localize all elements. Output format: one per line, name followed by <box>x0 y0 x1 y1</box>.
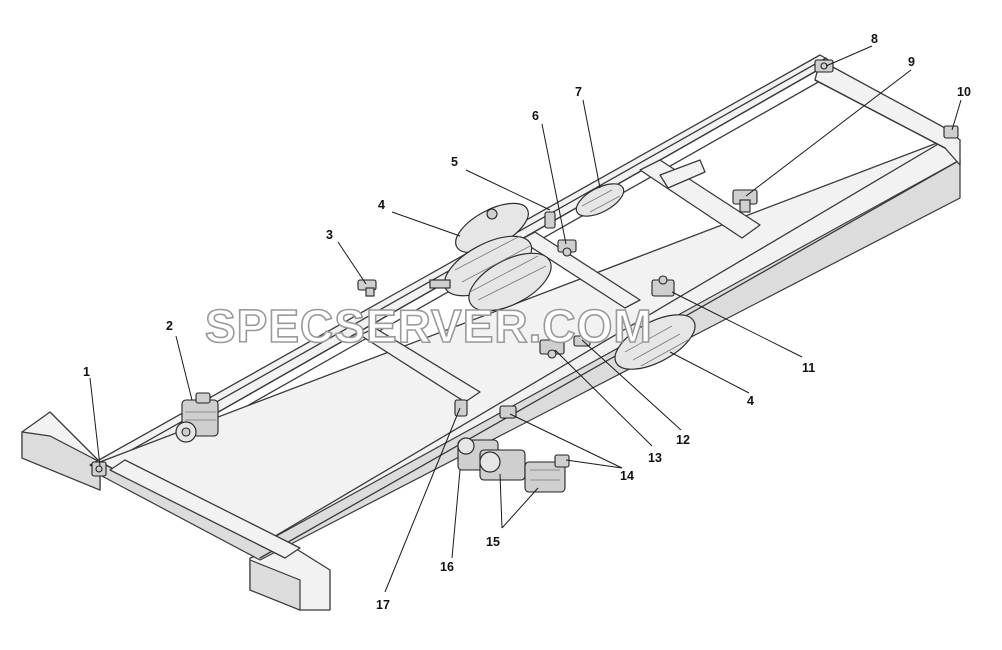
callout-8: 8 <box>871 32 878 46</box>
callout-9: 9 <box>908 55 915 69</box>
callout-5: 5 <box>451 155 458 169</box>
callout-13: 13 <box>648 451 662 465</box>
valve-10 <box>943 125 959 139</box>
callout-15: 15 <box>486 535 500 549</box>
callout-2: 2 <box>166 319 173 333</box>
crossmember-2 <box>519 231 641 309</box>
callout-4a: 4 <box>378 198 385 212</box>
callout-4b: 4 <box>747 394 754 408</box>
callout-16: 16 <box>440 560 454 574</box>
callout-6: 6 <box>532 109 539 123</box>
callout-7: 7 <box>575 85 582 99</box>
leader-lines <box>89 45 962 593</box>
air-tank-7 <box>575 183 625 217</box>
valve-13 <box>539 339 565 359</box>
callout-12: 12 <box>676 433 690 447</box>
callout-labels: 1 2 3 4 4 5 6 7 8 9 10 11 12 13 14 15 16… <box>83 32 971 612</box>
valve-8 <box>814 59 834 73</box>
callout-11: 11 <box>802 361 815 375</box>
callout-3: 3 <box>326 228 333 242</box>
callout-1: 1 <box>83 365 90 379</box>
crossmember-1 <box>359 327 481 403</box>
callout-14: 14 <box>620 469 634 483</box>
callout-17: 17 <box>376 598 390 612</box>
watermark-text: SPECSERVER.COM <box>205 300 653 352</box>
valve-6 <box>557 239 577 257</box>
valve-5 <box>544 211 556 229</box>
valve-1 <box>91 461 107 477</box>
valve-3 <box>357 279 377 297</box>
callout-10: 10 <box>957 85 971 99</box>
brake-valve-2 <box>175 392 219 443</box>
air-receivers-4 <box>429 202 552 312</box>
air-receiver-4-lower <box>614 314 696 370</box>
valve-11 <box>651 275 675 297</box>
valve-9 <box>732 189 758 213</box>
valve-17 <box>454 399 468 417</box>
